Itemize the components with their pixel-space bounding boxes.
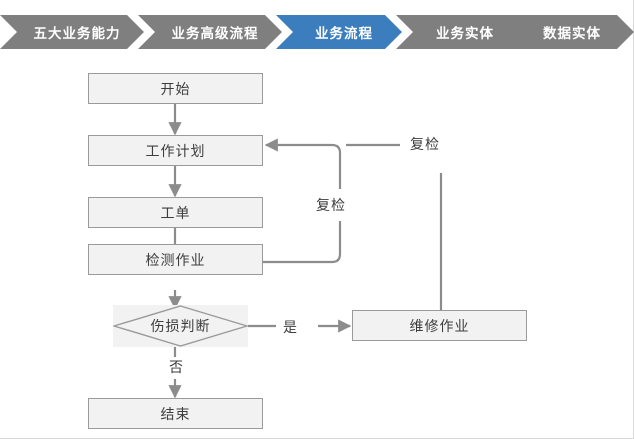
breadcrumb-step-5[interactable]: 数据实体 xyxy=(500,15,634,49)
breadcrumb-step-4[interactable]: 业务实体 xyxy=(396,15,524,49)
node-start-label: 开始 xyxy=(160,81,191,98)
flowchart-connectors xyxy=(168,104,443,399)
breadcrumb-step-5-label: 数据实体 xyxy=(543,26,601,42)
node-work-order-label: 工单 xyxy=(160,205,191,222)
edge-recheck-inner-upper xyxy=(272,143,342,189)
node-work-order[interactable]: 工单 xyxy=(88,197,263,228)
node-inspection[interactable]: 检测作业 xyxy=(88,244,263,275)
node-work-plan-label: 工作计划 xyxy=(145,143,206,160)
breadcrumb-step-2-label: 业务高级流程 xyxy=(171,26,259,42)
breadcrumb-step-1[interactable]: 五大业务能力 xyxy=(0,15,144,49)
edge-recheck-inner-lower xyxy=(263,221,342,264)
node-decision-damage[interactable]: 伤损判断 xyxy=(113,305,248,347)
diamond-shape-icon xyxy=(113,305,248,347)
edge-label-no: 否 xyxy=(166,357,187,377)
flowchart: 开始 工作计划 工单 检测作业 伤损判断 维修作业 结束 复检 复检 是 否 xyxy=(0,49,634,439)
breadcrumb-step-4-label: 业务实体 xyxy=(436,26,494,42)
edge-label-recheck-inner: 复检 xyxy=(313,195,349,215)
edge-label-recheck-outer: 复检 xyxy=(407,134,443,154)
node-inspection-label: 检测作业 xyxy=(145,252,206,269)
breadcrumb-step-2[interactable]: 业务高级流程 xyxy=(138,15,282,49)
breadcrumb-step-3-label: 业务流程 xyxy=(315,26,373,42)
node-end[interactable]: 结束 xyxy=(88,398,263,429)
node-work-plan[interactable]: 工作计划 xyxy=(88,135,263,166)
node-end-label: 结束 xyxy=(160,406,191,423)
breadcrumb-step-3-active[interactable]: 业务流程 xyxy=(276,15,402,49)
node-start[interactable]: 开始 xyxy=(88,73,263,104)
breadcrumb-step-1-label: 五大业务能力 xyxy=(33,26,121,42)
breadcrumb: 五大业务能力 业务高级流程 业务流程 业务实体 数据实体 xyxy=(0,15,634,49)
edge-label-yes: 是 xyxy=(280,317,301,337)
node-repair-label: 维修作业 xyxy=(409,318,470,335)
node-decision-label: 伤损判断 xyxy=(150,319,211,335)
node-repair[interactable]: 维修作业 xyxy=(352,310,527,341)
